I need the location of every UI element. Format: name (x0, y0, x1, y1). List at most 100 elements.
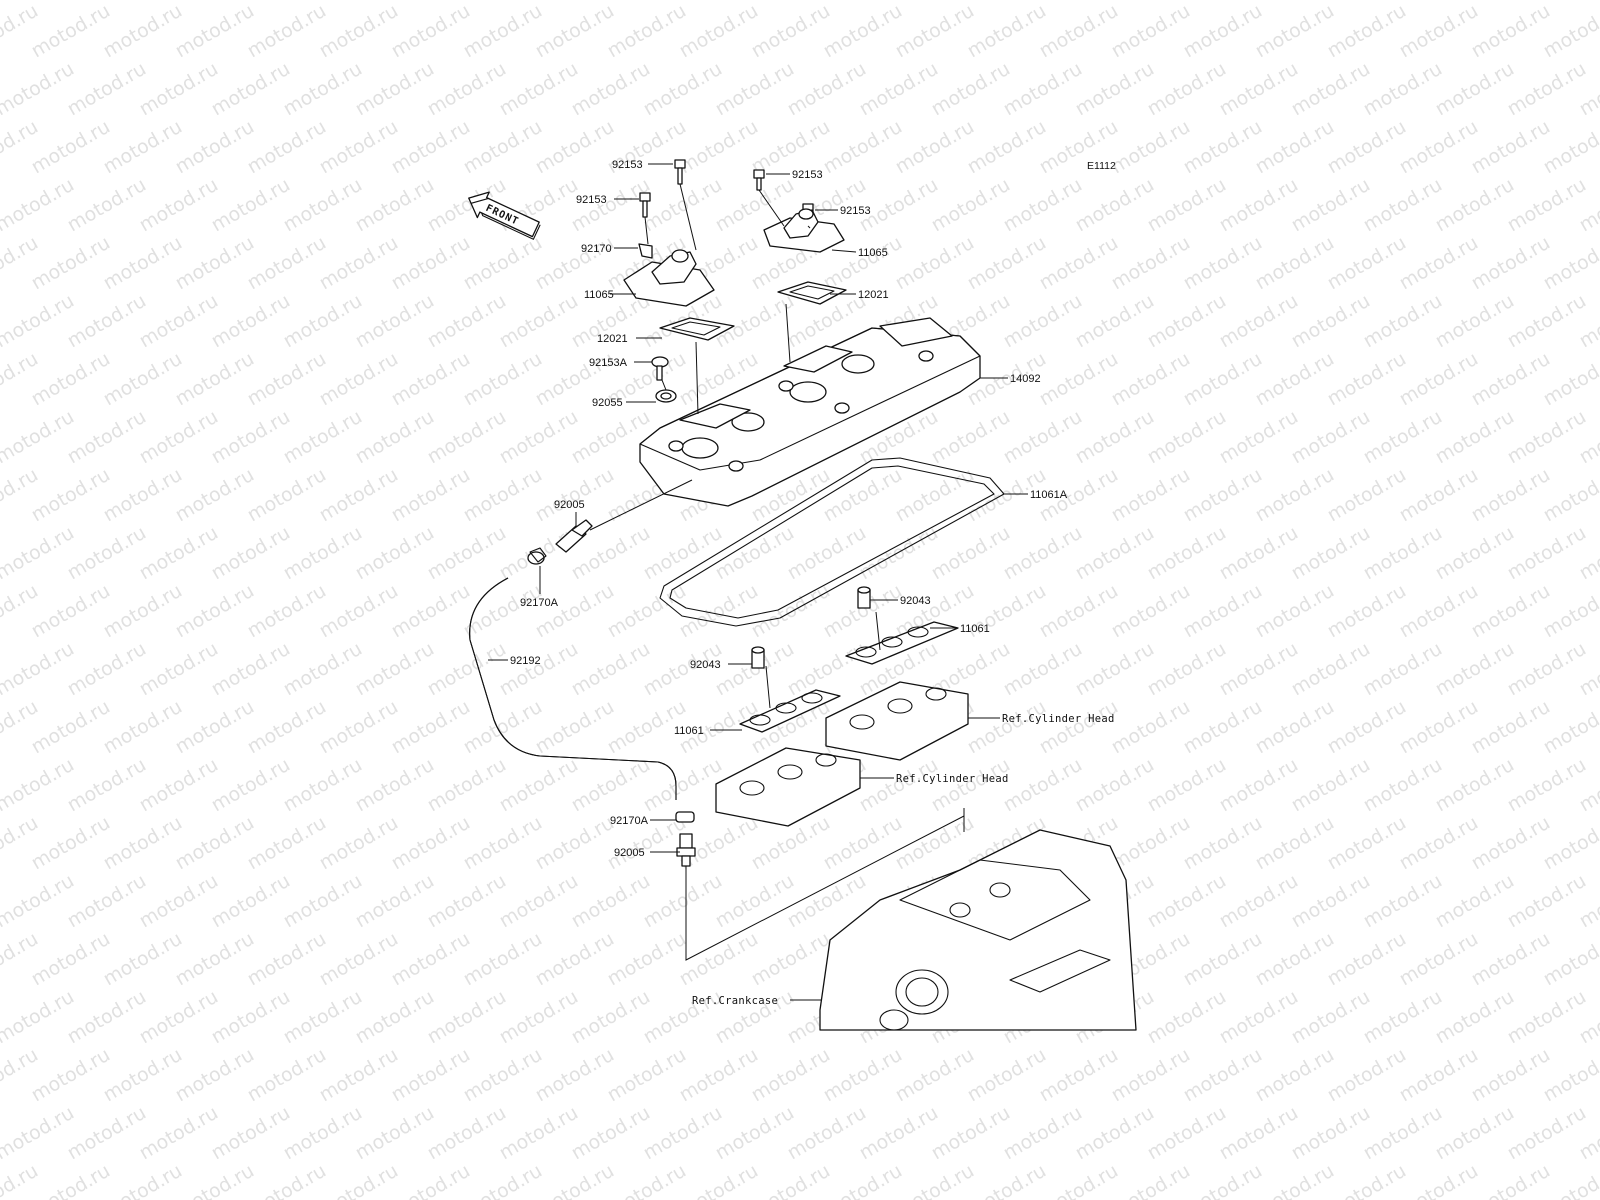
watermark-text: motod.ru (1180, 0, 1266, 62)
watermark-text: motod.ru (172, 464, 258, 527)
watermark-text: motod.ru (1252, 580, 1338, 643)
watermark-text: motod.ru (640, 58, 726, 121)
watermark-text: motod.ru (1108, 348, 1194, 411)
watermark-text: motod.ru (100, 116, 186, 179)
watermark-text: motod.ru (28, 1160, 114, 1200)
watermark-text: motod.ru (784, 58, 870, 121)
watermark-text: motod.ru (1504, 290, 1590, 353)
watermark-text: motod.ru (352, 58, 438, 121)
watermark-text: motod.ru (532, 580, 618, 643)
watermark-text: motod.ru (1216, 174, 1302, 237)
watermark-text: motod.ru (460, 348, 546, 411)
watermark-text: motod.ru (892, 0, 978, 62)
watermark-text: motod.ru (1360, 58, 1446, 121)
watermark-text: motod.ru (388, 0, 474, 62)
label-92153-a: 92153 (612, 159, 643, 171)
watermark-text: motod.ru (1360, 986, 1446, 1049)
watermark-text: motod.ru (1432, 986, 1518, 1049)
watermark-text: motod.ru (748, 1160, 834, 1200)
watermark-text: motod.ru (1180, 928, 1266, 991)
watermark-text: motod.ru (1288, 0, 1374, 4)
watermark-text: motod.ru (928, 754, 1014, 817)
watermark-text: motod.ru (0, 1102, 78, 1165)
watermark-text: motod.ru (64, 754, 150, 817)
label-11065-left: 11065 (584, 289, 614, 301)
watermark-text: motod.ru (712, 0, 798, 4)
watermark-text: motod.ru (1288, 1102, 1374, 1165)
watermark-text: motod.ru (1144, 406, 1230, 469)
watermark-text: motod.ru (28, 1044, 114, 1107)
watermark-text: motod.ru (1468, 580, 1554, 643)
watermark-text: motod.ru (388, 580, 474, 643)
watermark-text: motod.ru (208, 754, 294, 817)
label-92153-c: 92153 (792, 169, 823, 181)
watermark-text: motod.ru (316, 696, 402, 759)
watermark-text: motod.ru (388, 348, 474, 411)
plate-12021-right (777, 281, 847, 305)
watermark-text: motod.ru (1324, 348, 1410, 411)
watermark-text: motod.ru (1216, 522, 1302, 585)
label-92153-d: 92153 (840, 205, 871, 217)
cylinder-head-cover-14092 (639, 317, 981, 507)
watermark-text: motod.ru (1360, 0, 1446, 4)
watermark-text: motod.ru (1432, 522, 1518, 585)
watermark-text: motod.ru (928, 0, 1014, 4)
watermark-text: motod.ru (244, 580, 330, 643)
watermark-text: motod.ru (1468, 1160, 1554, 1200)
watermark-text: motod.ru (640, 870, 726, 933)
watermark-text: motod.ru (748, 0, 834, 62)
label-11061-right: 11061 (960, 623, 990, 635)
watermark-text: motod.ru (316, 1044, 402, 1107)
watermark-text: motod.ru (568, 870, 654, 933)
watermark-text: motod.ru (100, 812, 186, 875)
watermark-text: motod.ru (820, 1160, 906, 1200)
clip-92170-icon (638, 243, 653, 259)
label-92043-left: 92043 (690, 659, 721, 671)
watermark-text: motod.ru (1540, 232, 1600, 295)
part-labels: 92153 92153 92153 92153 92170 11065 1106… (510, 159, 1115, 1007)
watermark-text: motod.ru (1072, 754, 1158, 817)
watermark-text: motod.ru (1396, 928, 1482, 991)
watermark-text: motod.ru (1252, 1160, 1338, 1200)
watermark-text: motod.ru (856, 754, 942, 817)
watermark-text: motod.ru (496, 986, 582, 1049)
watermark-text: motod.ru (496, 0, 582, 4)
label-ref-cylinder-head-right: Ref.Cylinder Head (1002, 713, 1115, 725)
watermark-text: motod.ru (172, 580, 258, 643)
watermark-text: motod.ru (1144, 1102, 1230, 1165)
watermark-text: motod.ru (0, 638, 78, 701)
watermark-text: motod.ru (1180, 116, 1266, 179)
watermark-text: motod.ru (496, 406, 582, 469)
watermark-text: motod.ru (856, 1102, 942, 1165)
watermark-text: motod.ru (0, 0, 78, 4)
watermark-text: motod.ru (1108, 232, 1194, 295)
watermark-text: motod.ru (172, 1044, 258, 1107)
watermark-text: motod.ru (388, 116, 474, 179)
watermark-text: motod.ru (172, 116, 258, 179)
watermark-text: motod.ru (136, 1102, 222, 1165)
watermark-text: motod.ru (1504, 0, 1590, 4)
watermark-text: motod.ru (352, 522, 438, 585)
watermark-text: motod.ru (1036, 696, 1122, 759)
watermark-text: motod.ru (1396, 464, 1482, 527)
watermark-text: motod.ru (460, 928, 546, 991)
watermark-text: motod.ru (928, 406, 1014, 469)
watermark-text: motod.ru (1396, 1160, 1482, 1200)
watermark-text: motod.ru (1360, 638, 1446, 701)
watermark-text: motod.ru (1252, 232, 1338, 295)
breather-cover-11065-right (763, 208, 845, 253)
watermark-text: motod.ru (496, 754, 582, 817)
watermark-text: motod.ru (604, 928, 690, 991)
watermark-text: motod.ru (1180, 580, 1266, 643)
watermark-text: motod.ru (568, 986, 654, 1049)
watermark-text: motod.ru (208, 174, 294, 237)
watermark-text: motod.ru (1144, 870, 1230, 933)
plate-12021-left (659, 317, 735, 341)
watermark-text: motod.ru (1072, 58, 1158, 121)
watermark-text: motod.ru (64, 870, 150, 933)
watermark-text: motod.ru (1000, 638, 1086, 701)
watermark-text: motod.ru (1432, 174, 1518, 237)
watermark-text: motod.ru (1360, 870, 1446, 933)
watermark-text: motod.ru (1180, 464, 1266, 527)
